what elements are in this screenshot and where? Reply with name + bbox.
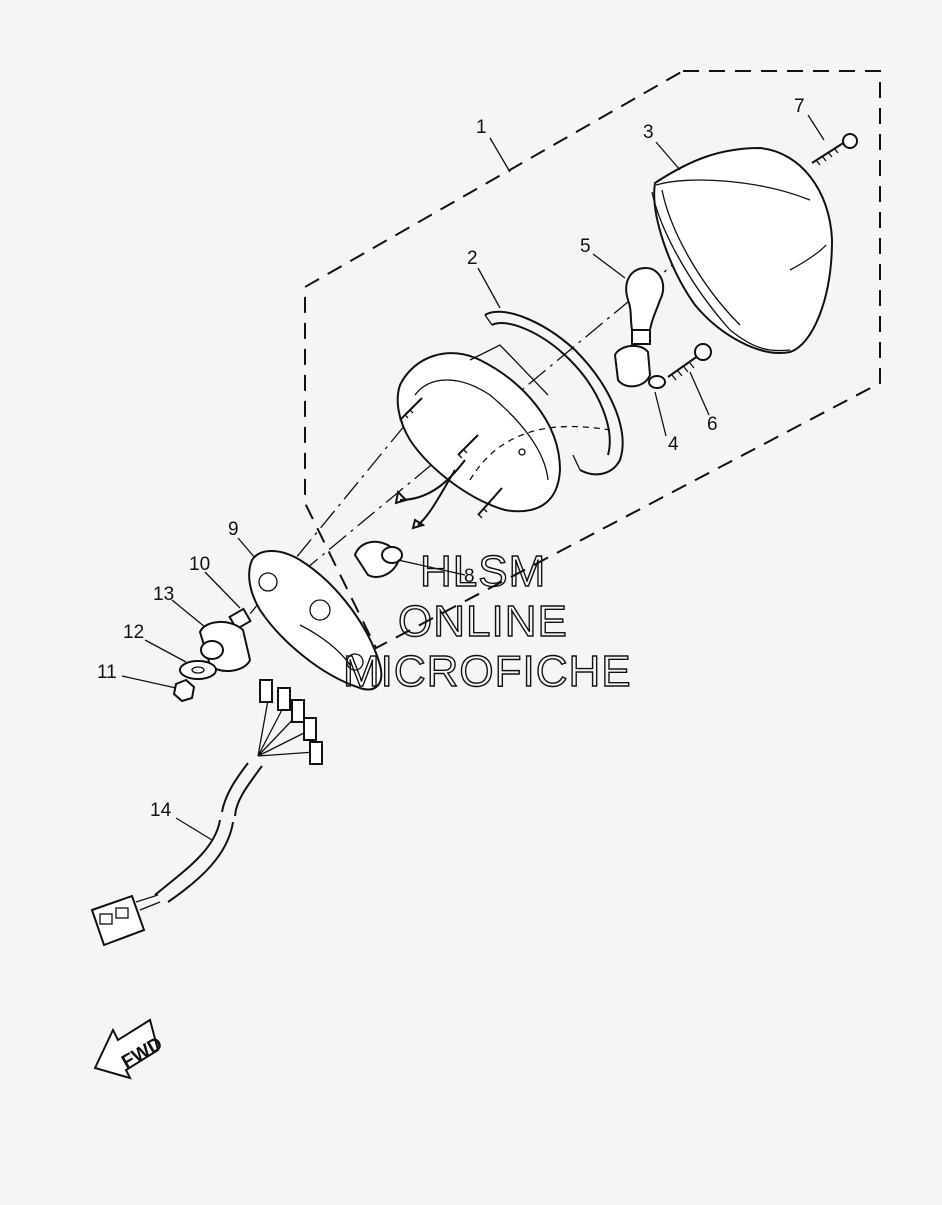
callout-14: 14	[150, 800, 172, 821]
callout-8: 8	[464, 566, 475, 587]
center-axis	[289, 204, 746, 583]
damper-part	[198, 621, 252, 672]
screw-7	[811, 133, 858, 166]
wire-leads	[394, 459, 466, 530]
fwd-arrow-icon: FWD	[93, 1018, 166, 1080]
callout-4: 4	[668, 434, 679, 455]
housing-part	[396, 344, 611, 513]
leader-lines	[121, 114, 825, 841]
callout-7: 7	[794, 96, 805, 117]
base-plate-part	[248, 550, 383, 691]
callout-2: 2	[467, 248, 478, 269]
callout-11: 11	[97, 662, 117, 683]
nut-part	[172, 678, 196, 703]
center-axis-2	[244, 424, 406, 621]
grommet-part	[353, 540, 403, 578]
housing-studs	[399, 397, 503, 519]
bulb-part	[625, 266, 665, 345]
socket-part	[613, 344, 666, 389]
assembly-boundary	[304, 70, 881, 650]
callout-6: 6	[707, 414, 718, 435]
callout-5: 5	[580, 236, 591, 257]
watermark-line-2: ONLINE	[398, 597, 568, 646]
callout-10: 10	[189, 554, 210, 575]
washer-part	[179, 660, 217, 680]
wire-harness-part	[90, 679, 323, 947]
callout-1: 1	[476, 117, 487, 138]
callout-9: 9	[228, 519, 239, 540]
lens-part	[651, 146, 834, 354]
callout-3: 3	[643, 122, 654, 143]
callout-11-13: 13	[153, 584, 174, 605]
watermark-line-3: MICROFICHE	[343, 647, 632, 696]
screw-6	[667, 343, 712, 381]
watermark-line-1: HLSM	[420, 547, 546, 596]
callout-12: 12	[123, 622, 144, 643]
